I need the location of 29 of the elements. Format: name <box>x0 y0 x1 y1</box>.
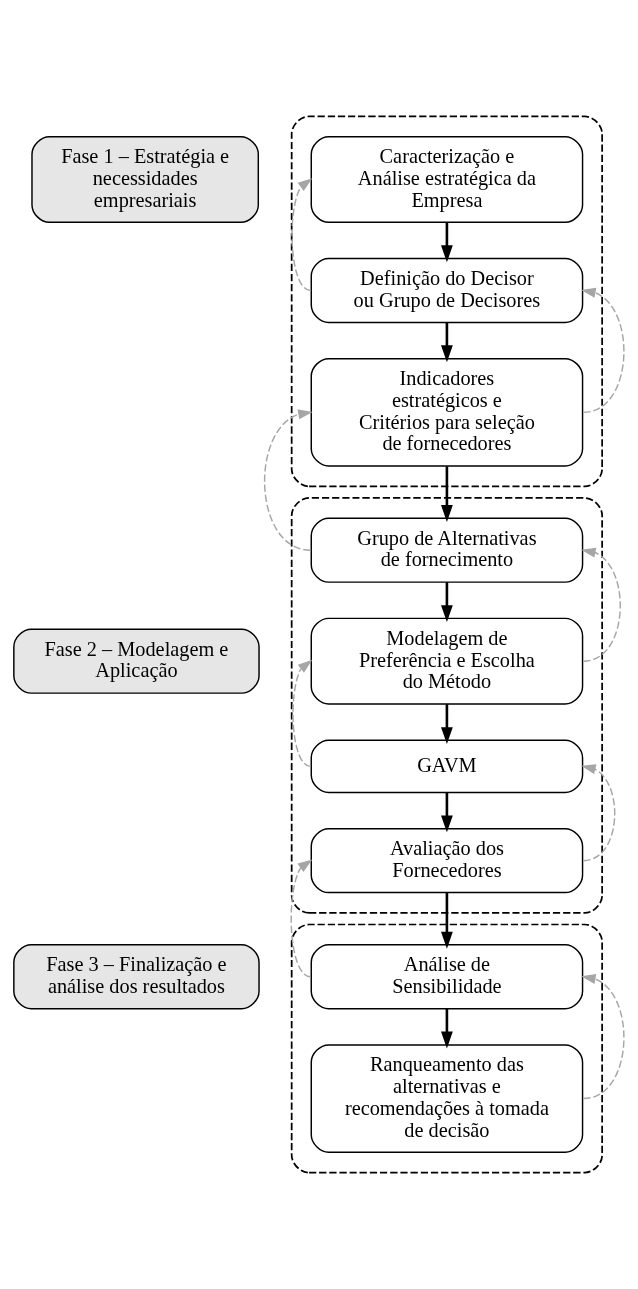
node-box: Modelagem de Preferência e Escolha do Método <box>310 617 584 705</box>
arrow <box>581 764 616 862</box>
node-box: Indicadores estratégicos e Critérios para seleção de fornecedores <box>310 357 584 467</box>
node-box: Definição do Decisor ou Grupo de Decisores <box>310 257 584 324</box>
arrow <box>581 973 625 1100</box>
node-box: Caracterização e Análise estratégica da Empresa <box>310 136 584 224</box>
node-box: GAVM <box>310 739 584 794</box>
arrow <box>441 466 453 522</box>
arrow <box>441 893 453 949</box>
arrow <box>441 1008 453 1049</box>
node-box: Avaliação dos Fornecedores <box>310 828 584 894</box>
arrow <box>264 409 313 551</box>
arrow <box>441 322 453 363</box>
node-box: Fase 1 – Estratégia e necessidades empresariais <box>31 136 260 224</box>
arrow <box>441 792 453 833</box>
arrow <box>292 659 313 768</box>
node-box: Fase 3 – Finalização e análise dos resultados <box>13 944 260 1010</box>
arrow <box>441 582 453 623</box>
arrow <box>441 222 453 263</box>
arrow <box>441 704 453 745</box>
node-box: Análise de Sensibilidade <box>310 944 584 1010</box>
arrow <box>581 547 621 662</box>
cluster <box>290 923 603 1174</box>
node-box: Fase 2 – Modelagem e Aplicação <box>13 628 260 694</box>
arrow <box>290 859 313 978</box>
arrow <box>581 287 625 414</box>
arrow <box>291 178 313 292</box>
node-box: Ranqueamento das alternativas e recomendações à tomada de decisão <box>310 1044 584 1153</box>
node-box: Grupo de Alternativas de fornecimento <box>310 517 584 583</box>
